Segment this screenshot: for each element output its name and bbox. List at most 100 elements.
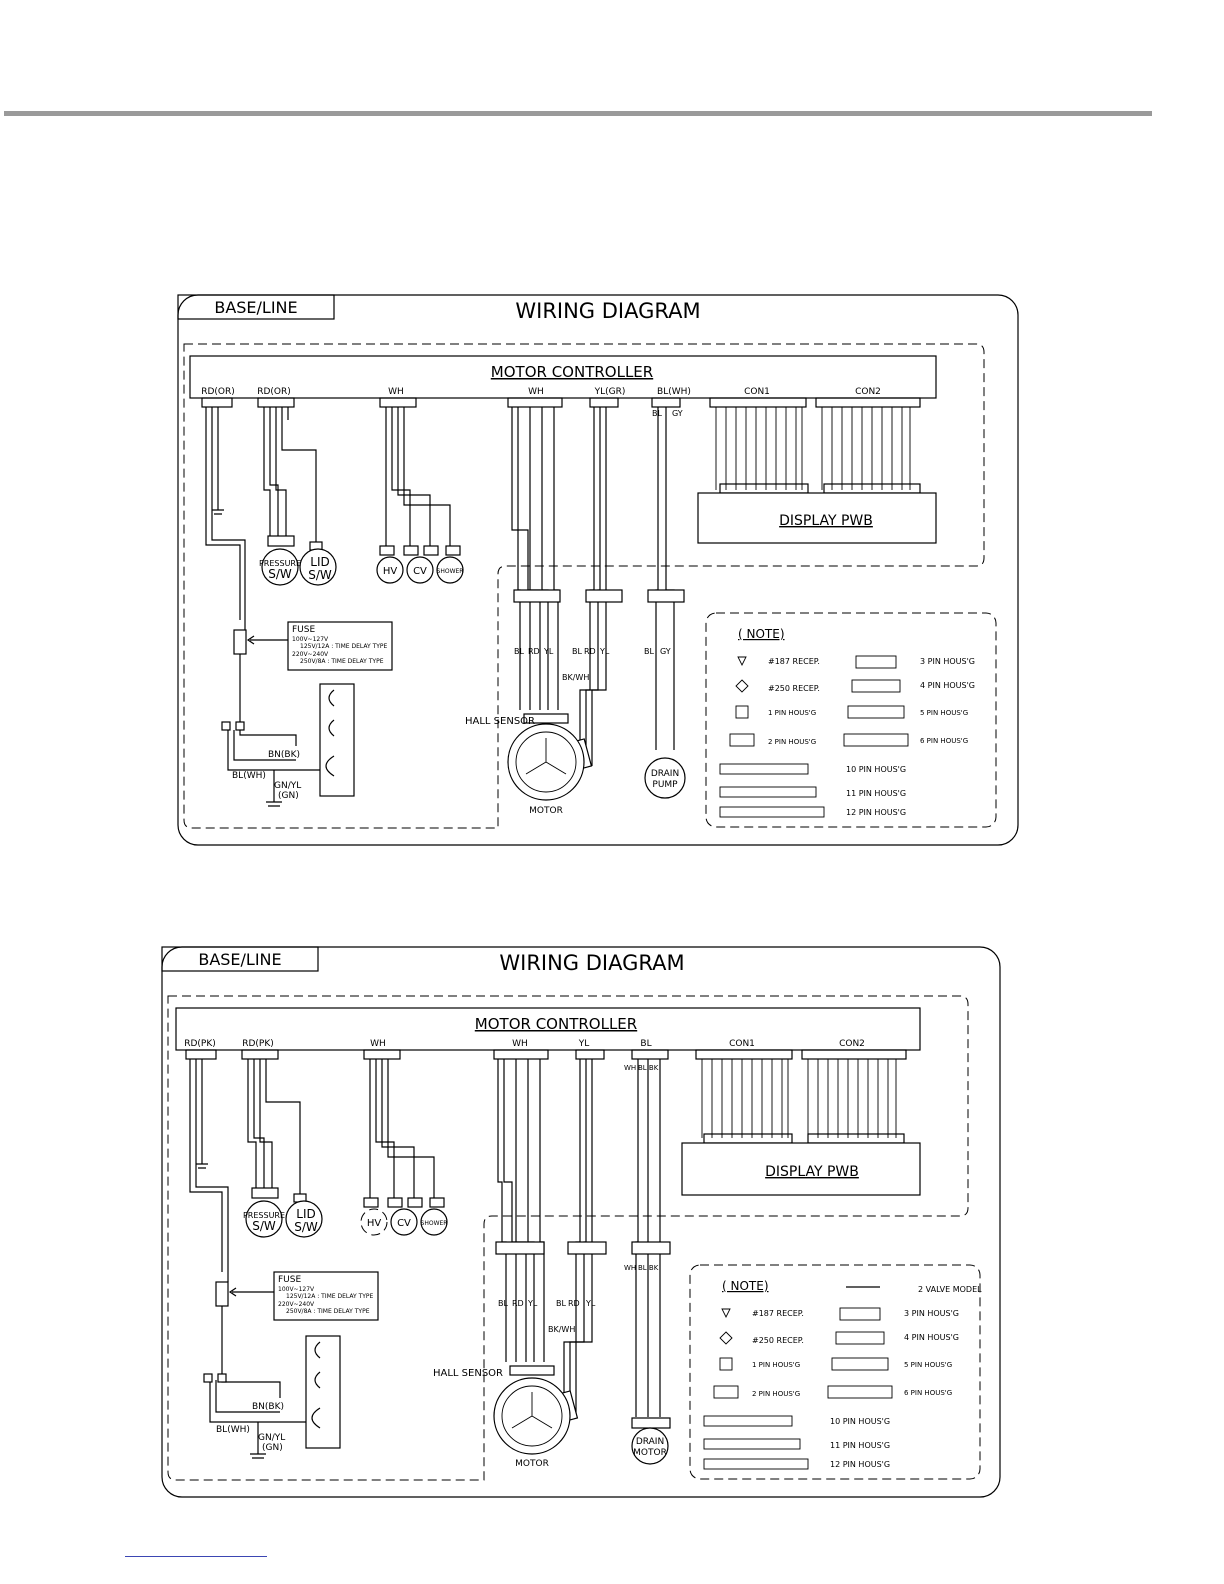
wire-label: (GN) — [262, 1443, 283, 1453]
note-item: 6 PIN HOUS'G — [920, 737, 968, 745]
fuse-line: 100V~127V — [278, 1286, 315, 1293]
wire-label: GY — [660, 647, 671, 656]
connector-label: YL — [578, 1039, 590, 1049]
fuse-note-box — [273, 1271, 379, 1321]
shower-valve-label: SHOWER — [421, 1220, 448, 1227]
display-pwb-label: DISPLAY PWB — [779, 513, 873, 529]
motor-controller-box — [189, 355, 937, 399]
base-line-box — [161, 946, 319, 972]
note-item: 12 PIN HOUS'G — [830, 1460, 890, 1469]
wire-label: RD — [528, 647, 540, 656]
note-title: ( NOTE) — [722, 1279, 769, 1293]
pressure-switch-label: PRESSURE — [259, 559, 301, 568]
note-item: 6 PIN HOUS'G — [904, 1389, 952, 1397]
diagram-title: WIRING DIAGRAM — [515, 299, 700, 323]
wire-label: GY — [672, 409, 683, 418]
note-box — [705, 612, 997, 828]
wire-label: BL — [652, 409, 662, 418]
base-line-label: BASE/LINE — [214, 298, 297, 317]
motor-controller-box — [175, 1007, 921, 1051]
lid-switch-sub: S/W — [308, 568, 332, 582]
shower-valve-label: SHOWER — [437, 568, 464, 575]
wire-label: WH — [624, 1264, 636, 1272]
note-item: 4 PIN HOUS'G — [920, 681, 975, 690]
note-item: 10 PIN HOUS'G — [830, 1417, 890, 1426]
wire-label: BL BK — [638, 1264, 659, 1272]
wire-label: BL — [498, 1299, 508, 1308]
note-title: ( NOTE) — [738, 627, 785, 641]
wiring-diagram-1: BASE/LINE WIRING DIAGRAM MOTOR CONTROLLE… — [177, 294, 1019, 846]
note-item: 10 PIN HOUS'G — [846, 765, 906, 774]
diagram-frame — [161, 946, 1001, 1498]
lid-switch-label: LID — [296, 1207, 315, 1221]
drain-pump-sub: PUMP — [652, 780, 678, 790]
note-item: 5 PIN HOUS'G — [920, 709, 968, 717]
connector-label: RD(OR) — [257, 387, 291, 397]
note-box — [689, 1264, 981, 1480]
fuse-line: 250V/8A : TIME DELAY TYPE — [286, 1308, 370, 1315]
fuse-note-box — [287, 621, 393, 671]
connector-label: WH — [370, 1039, 386, 1049]
display-pwb-box — [697, 492, 937, 544]
cold-valve-label: CV — [413, 566, 427, 577]
connector-label: CON1 — [729, 1039, 755, 1049]
motor-label: MOTOR — [515, 1459, 549, 1469]
wire-label: BL(WH) — [232, 771, 266, 781]
connector-label: CON2 — [855, 387, 881, 397]
connector-label: BL(WH) — [657, 387, 691, 397]
note-item: #250 RECEP. — [752, 1336, 804, 1345]
display-pwb-label: DISPLAY PWB — [765, 1164, 859, 1180]
note-item: 1 PIN HOUS'G — [752, 1361, 800, 1369]
display-pwb-box — [681, 1142, 921, 1196]
connector-label: CON2 — [839, 1039, 865, 1049]
wire-label: YL — [599, 647, 610, 656]
note-item: 12 PIN HOUS'G — [846, 808, 906, 817]
note-item: 4 PIN HOUS'G — [904, 1333, 959, 1342]
lid-switch-sub: S/W — [294, 1220, 318, 1234]
motor-controller-label: MOTOR CONTROLLER — [475, 1015, 637, 1033]
hall-sensor-label: HALL SENSOR — [465, 716, 535, 727]
lid-switch-label: LID — [310, 555, 329, 569]
wire-label: BN(BK) — [252, 1402, 284, 1412]
fuse-title: FUSE — [292, 625, 315, 635]
connector-label: RD(PK) — [242, 1039, 274, 1049]
note-item: 2 PIN HOUS'G — [768, 738, 816, 746]
wire-label: RD — [512, 1299, 524, 1308]
connector-label: RD(OR) — [201, 387, 235, 397]
drain-motor-label: DRAIN — [636, 1437, 664, 1447]
wire-label: BL BK — [638, 1064, 659, 1072]
controller-enclosure — [167, 995, 969, 1481]
fuse-line: 125V/12A : TIME DELAY TYPE — [286, 1293, 374, 1300]
wire-label: YL — [585, 1299, 596, 1308]
note-item: 3 PIN HOUS'G — [904, 1309, 959, 1318]
fuse-title: FUSE — [278, 1275, 301, 1285]
connector-label: WH — [528, 387, 544, 397]
cold-valve-label: CV — [397, 1218, 411, 1229]
wire-label: WH — [624, 1064, 636, 1072]
drain-motor-symbol — [631, 1427, 669, 1465]
page-header-rule — [4, 111, 1152, 116]
note-item: 1 PIN HOUS'G — [768, 709, 816, 717]
wiring-diagram-2: BASE/LINE WIRING DIAGRAM MOTOR CONTROLLE… — [161, 946, 1001, 1498]
wire-label: BL — [514, 647, 524, 656]
wire-label: BK/WH — [562, 673, 589, 682]
drain-pump-label: DRAIN — [651, 769, 679, 779]
wire-label: YL — [527, 1299, 538, 1308]
diagram-title: WIRING DIAGRAM — [499, 951, 684, 975]
wire-label: GN/YL — [258, 1433, 285, 1443]
connector-label: YL(GR) — [594, 387, 626, 397]
motor-controller-label: MOTOR CONTROLLER — [491, 363, 653, 381]
wire-label: RD — [584, 647, 596, 656]
wire-label: BL — [644, 647, 654, 656]
pressure-switch-label: PRESSURE — [243, 1211, 285, 1220]
wire-label: BN(BK) — [268, 750, 300, 760]
note-item: 11 PIN HOUS'G — [846, 789, 906, 798]
connector-label: BL — [640, 1039, 651, 1049]
hot-valve-label: HV — [383, 566, 398, 577]
motor-label: MOTOR — [529, 806, 563, 816]
controller-enclosure — [183, 343, 985, 829]
wire-label: YL — [543, 647, 554, 656]
connector-label: CON1 — [744, 387, 770, 397]
note-item: #187 RECEP. — [768, 657, 820, 666]
note-item: 5 PIN HOUS'G — [904, 1361, 952, 1369]
